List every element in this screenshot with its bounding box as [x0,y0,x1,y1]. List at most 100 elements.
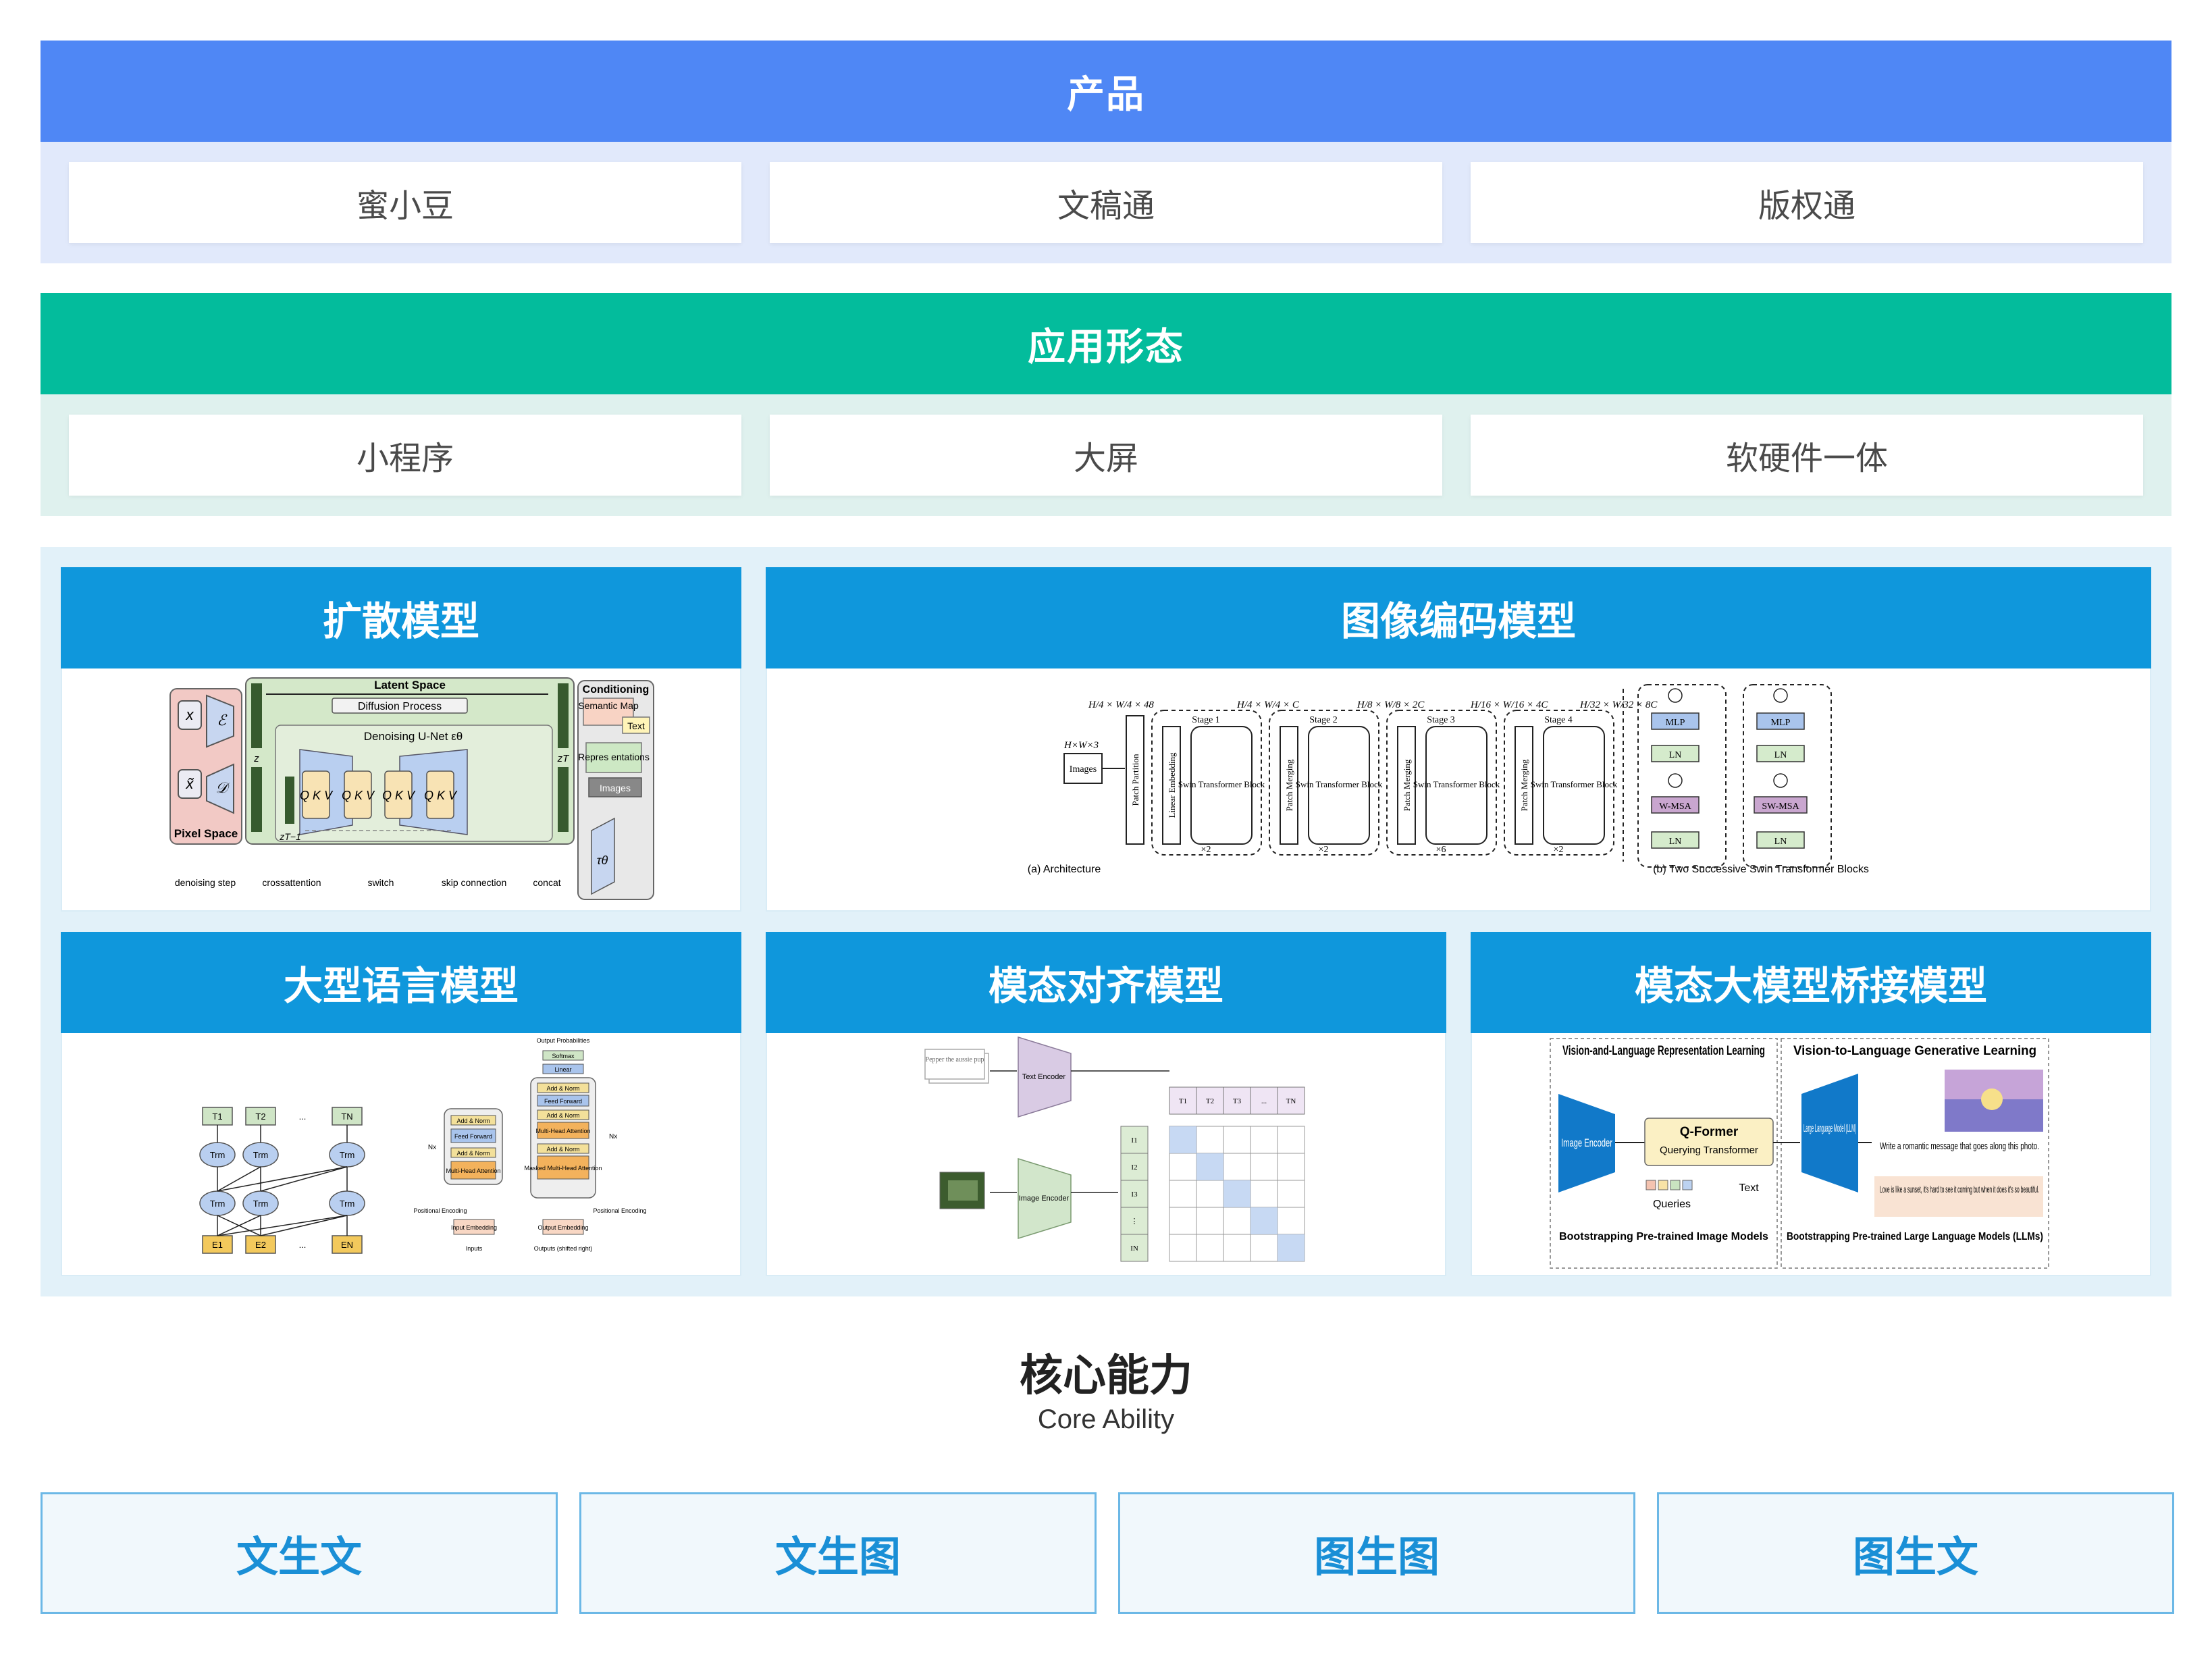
legend-skip-connection: skip connection [442,877,507,888]
image-encoder: Image Encoder [1019,1195,1070,1203]
output-probabilities: Output Probabilities [537,1037,590,1044]
input-embedding: Input Embedding [451,1224,497,1231]
repeat-2: ×2 [1319,845,1329,855]
caption-architecture: (a) Architecture [1028,864,1101,875]
tau-symbol: τθ [597,854,608,867]
model-title-modal-alignment: 模态对齐模型 [766,932,1446,1033]
ln-a1: LN [1669,750,1682,760]
app-forms-title: 应用形态 [41,293,2171,394]
legend-crossattention: crossattention [262,877,321,888]
text-encoder: Text Encoder [1022,1073,1066,1081]
dim-stage-3: H/16 × W/16 × 4C [1470,700,1548,710]
trm-nb: Trm [340,1199,355,1209]
zt-minus-1-symbol: zT−1 [279,831,301,842]
stage-1-label: Stage 1 [1192,715,1220,725]
i-label-n: IN [1130,1244,1138,1253]
trm-1a: Trm [210,1150,226,1160]
llm-in-2: E2 [255,1240,266,1250]
app-card-miniprogram[interactable]: 小程序 [69,415,741,496]
decoder-symbol: 𝒟 [215,779,230,796]
positional-encoding-right: Positional Encoding [593,1207,646,1214]
dim-input: H/4 × W/4 × 48 [1088,700,1154,710]
swin-block-4: Swin Transformer Block [1531,779,1618,789]
i-labels: I1 I2 I3 ⋮ IN [1120,1126,1149,1262]
images-box: Images [1070,764,1097,775]
model-title-diffusion: 扩散模型 [61,567,741,668]
bottom-label-1: Bootstrapping Pre-trained Image Models [1559,1231,1768,1242]
product-section: 产品 蜜小豆 文稿通 版权通 [41,41,2171,263]
capability-text-to-text[interactable]: 文生文 [41,1492,558,1614]
inputs-label: Inputs [466,1245,483,1252]
dim-stage-4: H/32 × W/32 × 8C [1579,700,1658,710]
core-ability-subtitle: Core Ability [1037,1405,1175,1434]
capability-image-to-text[interactable]: 图生文 [1657,1492,2174,1614]
mlp-b: MLP [1771,718,1791,728]
prompt-text: Write a romantic message that goes along… [1880,1140,2039,1152]
ln-a2: LN [1669,837,1682,847]
product-card-banquantong[interactable]: 版权通 [1471,162,2143,243]
add-norm-e2: Add & Norm [456,1150,490,1157]
llm-out-n: TN [341,1111,352,1122]
ln-b1: LN [1774,750,1787,760]
app-card-hardware[interactable]: 软硬件一体 [1471,415,2143,496]
blip2-figure-panel: Vision-and-Language Representation Learn… [1471,1033,2151,1276]
trm-2a: Trm [253,1150,269,1160]
swin-figure-panel: (a) Architecture (b) Two Successive Swin… [766,668,2151,912]
llm-in-1: E1 [212,1240,223,1250]
cond-text: Text [627,720,645,731]
nx-decoder: Nx [609,1133,617,1140]
app-forms-section: 应用形态 小程序 大屏 软硬件一体 [41,293,2171,516]
positional-encoding-left: Positional Encoding [413,1207,467,1214]
add-norm-d3: Add & Norm [546,1146,579,1153]
swmsa: SW-MSA [1762,802,1799,812]
legend-concat: concat [533,877,560,888]
swin-transformer-diagram: (a) Architecture (b) Two Successive Swin… [1028,684,1869,875]
stage-4-label: Stage 4 [1544,715,1573,725]
add-norm-d2: Add & Norm [546,1112,579,1119]
app-card-bigscreen[interactable]: 大屏 [770,415,1442,496]
product-title: 产品 [41,41,2171,142]
text-sample: Pepper the aussie pup [926,1056,984,1064]
core-ability-title: 核心能力 [1020,1351,1192,1401]
swin-block-3: Swin Transformer Block [1413,779,1500,789]
i-label-2: I2 [1131,1163,1137,1172]
t-labels: T1 T2 T3 ... TN [1169,1086,1305,1115]
t-label-1: T1 [1179,1097,1187,1105]
swin-block-2: Swin Transformer Block [1296,779,1383,789]
product-card-wengaotong[interactable]: 文稿通 [770,162,1442,243]
clip-alignment-diagram: Pepper the aussie pup Text Encoder Image… [924,1036,1305,1262]
feed-forward-e: Feed Forward [454,1133,492,1140]
multi-head-d: Multi-Head Attention [535,1128,590,1134]
model-title-bridge: 模态大模型桥接模型 [1471,932,2151,1033]
legend-switch: switch [368,877,394,888]
patch-merging-3: Patch Merging [1519,759,1529,811]
product-card-mixiaodou[interactable]: 蜜小豆 [69,162,741,243]
repeat-4: ×2 [1554,845,1564,855]
cond-images: Images [600,783,631,793]
denoising-unet-label: Denoising U-Net εθ [364,730,463,743]
model-title-llm: 大型语言模型 [61,932,741,1033]
diffusion-figure-panel: x x̃ ℰ 𝒟 Pixel Space Latent Space Diffus… [61,668,741,912]
model-title-image-encoding: 图像编码模型 [766,567,2151,668]
qformer-sublabel: Querying Transformer [1660,1145,1758,1156]
linear-embedding: Linear Embedding [1167,752,1177,818]
latent-space-label: Latent Space [374,679,446,691]
stage-3-label: Stage 3 [1427,715,1455,725]
wmsa: W-MSA [1659,802,1691,812]
multi-head-e: Multi-Head Attention [446,1167,500,1174]
x-tilde-symbol: x̃ [186,775,194,792]
feed-forward-d: Feed Forward [544,1098,582,1105]
blip2-bridge-diagram: Vision-and-Language Representation Learn… [1550,1038,2049,1269]
qformer-label: Q-Former [1680,1125,1739,1139]
repeat-3: ×6 [1436,845,1446,855]
llm-out-dots: ... [299,1111,307,1122]
pixel-space-label: Pixel Space [174,827,238,840]
qkv-3: Q K V [382,789,416,802]
llm-label: Large Language Model (LLM) [1803,1123,1856,1134]
image-encoder-label: Image Encoder [1561,1136,1612,1149]
capability-image-to-image[interactable]: 图生图 [1118,1492,1635,1614]
t-label-dots: ... [1261,1097,1267,1105]
masked-multi-head: Masked Multi-Head Attention [524,1165,602,1172]
encoder-symbol: ℰ [217,712,228,729]
capability-text-to-image[interactable]: 文生图 [579,1492,1097,1614]
